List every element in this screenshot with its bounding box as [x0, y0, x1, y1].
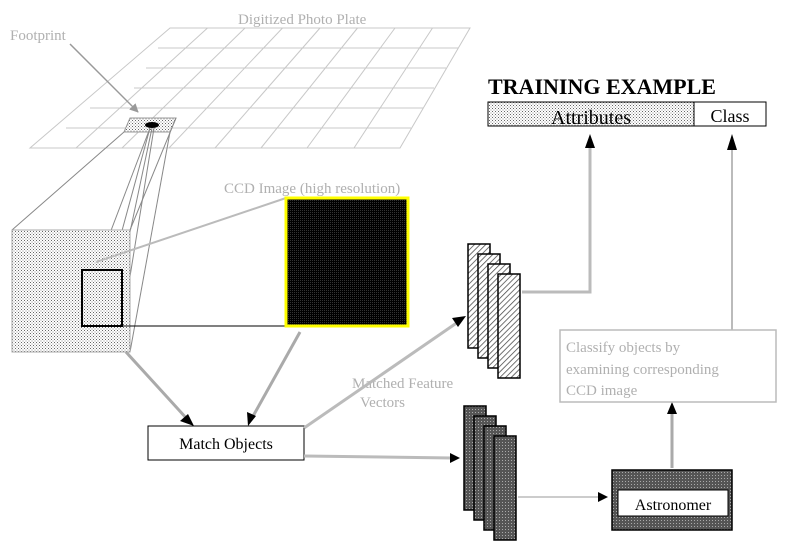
class-label: Class [710, 106, 749, 126]
footprint-label: Footprint [10, 28, 67, 44]
footprint-arrow [69, 43, 139, 113]
ccd-image [284, 196, 410, 328]
classify-line-3: CCD image [566, 383, 638, 399]
attributes-label: Attributes [551, 107, 631, 129]
training-example-title: TRAINING EXAMPLE [488, 74, 716, 99]
arrow-match-to-lower-stack [303, 454, 453, 460]
object-region [81, 269, 123, 327]
arrow-ccd-to-match [250, 331, 302, 419]
lower-feature-stack [463, 405, 517, 541]
astronomer-label-box [617, 489, 729, 517]
plate-title: Digitized Photo Plate [238, 12, 367, 28]
match-objects-label: Match Objects [179, 436, 273, 453]
matched-feature-label-2: Vectors [360, 395, 405, 411]
upper-feature-stack [467, 243, 521, 379]
arrow-stack-to-attributes [522, 146, 592, 294]
ccd-image-label: CCD Image (high resolution) [224, 181, 400, 197]
matched-feature-label-1: Matched Feature [352, 376, 454, 392]
match-objects-box [147, 425, 305, 461]
class-box [693, 101, 767, 127]
footprint-object [145, 122, 159, 128]
classify-box [559, 329, 777, 403]
arrow-match-to-upper-stack [303, 320, 459, 430]
arrow-plate-to-match [124, 350, 190, 422]
photo-plate-grid [28, 27, 471, 149]
astronomer-label: Astronomer [635, 497, 712, 514]
classify-line-1: Classify objects by [566, 340, 681, 356]
classify-line-2: examining corresponding [566, 362, 719, 378]
ccd-link-top [95, 197, 287, 263]
